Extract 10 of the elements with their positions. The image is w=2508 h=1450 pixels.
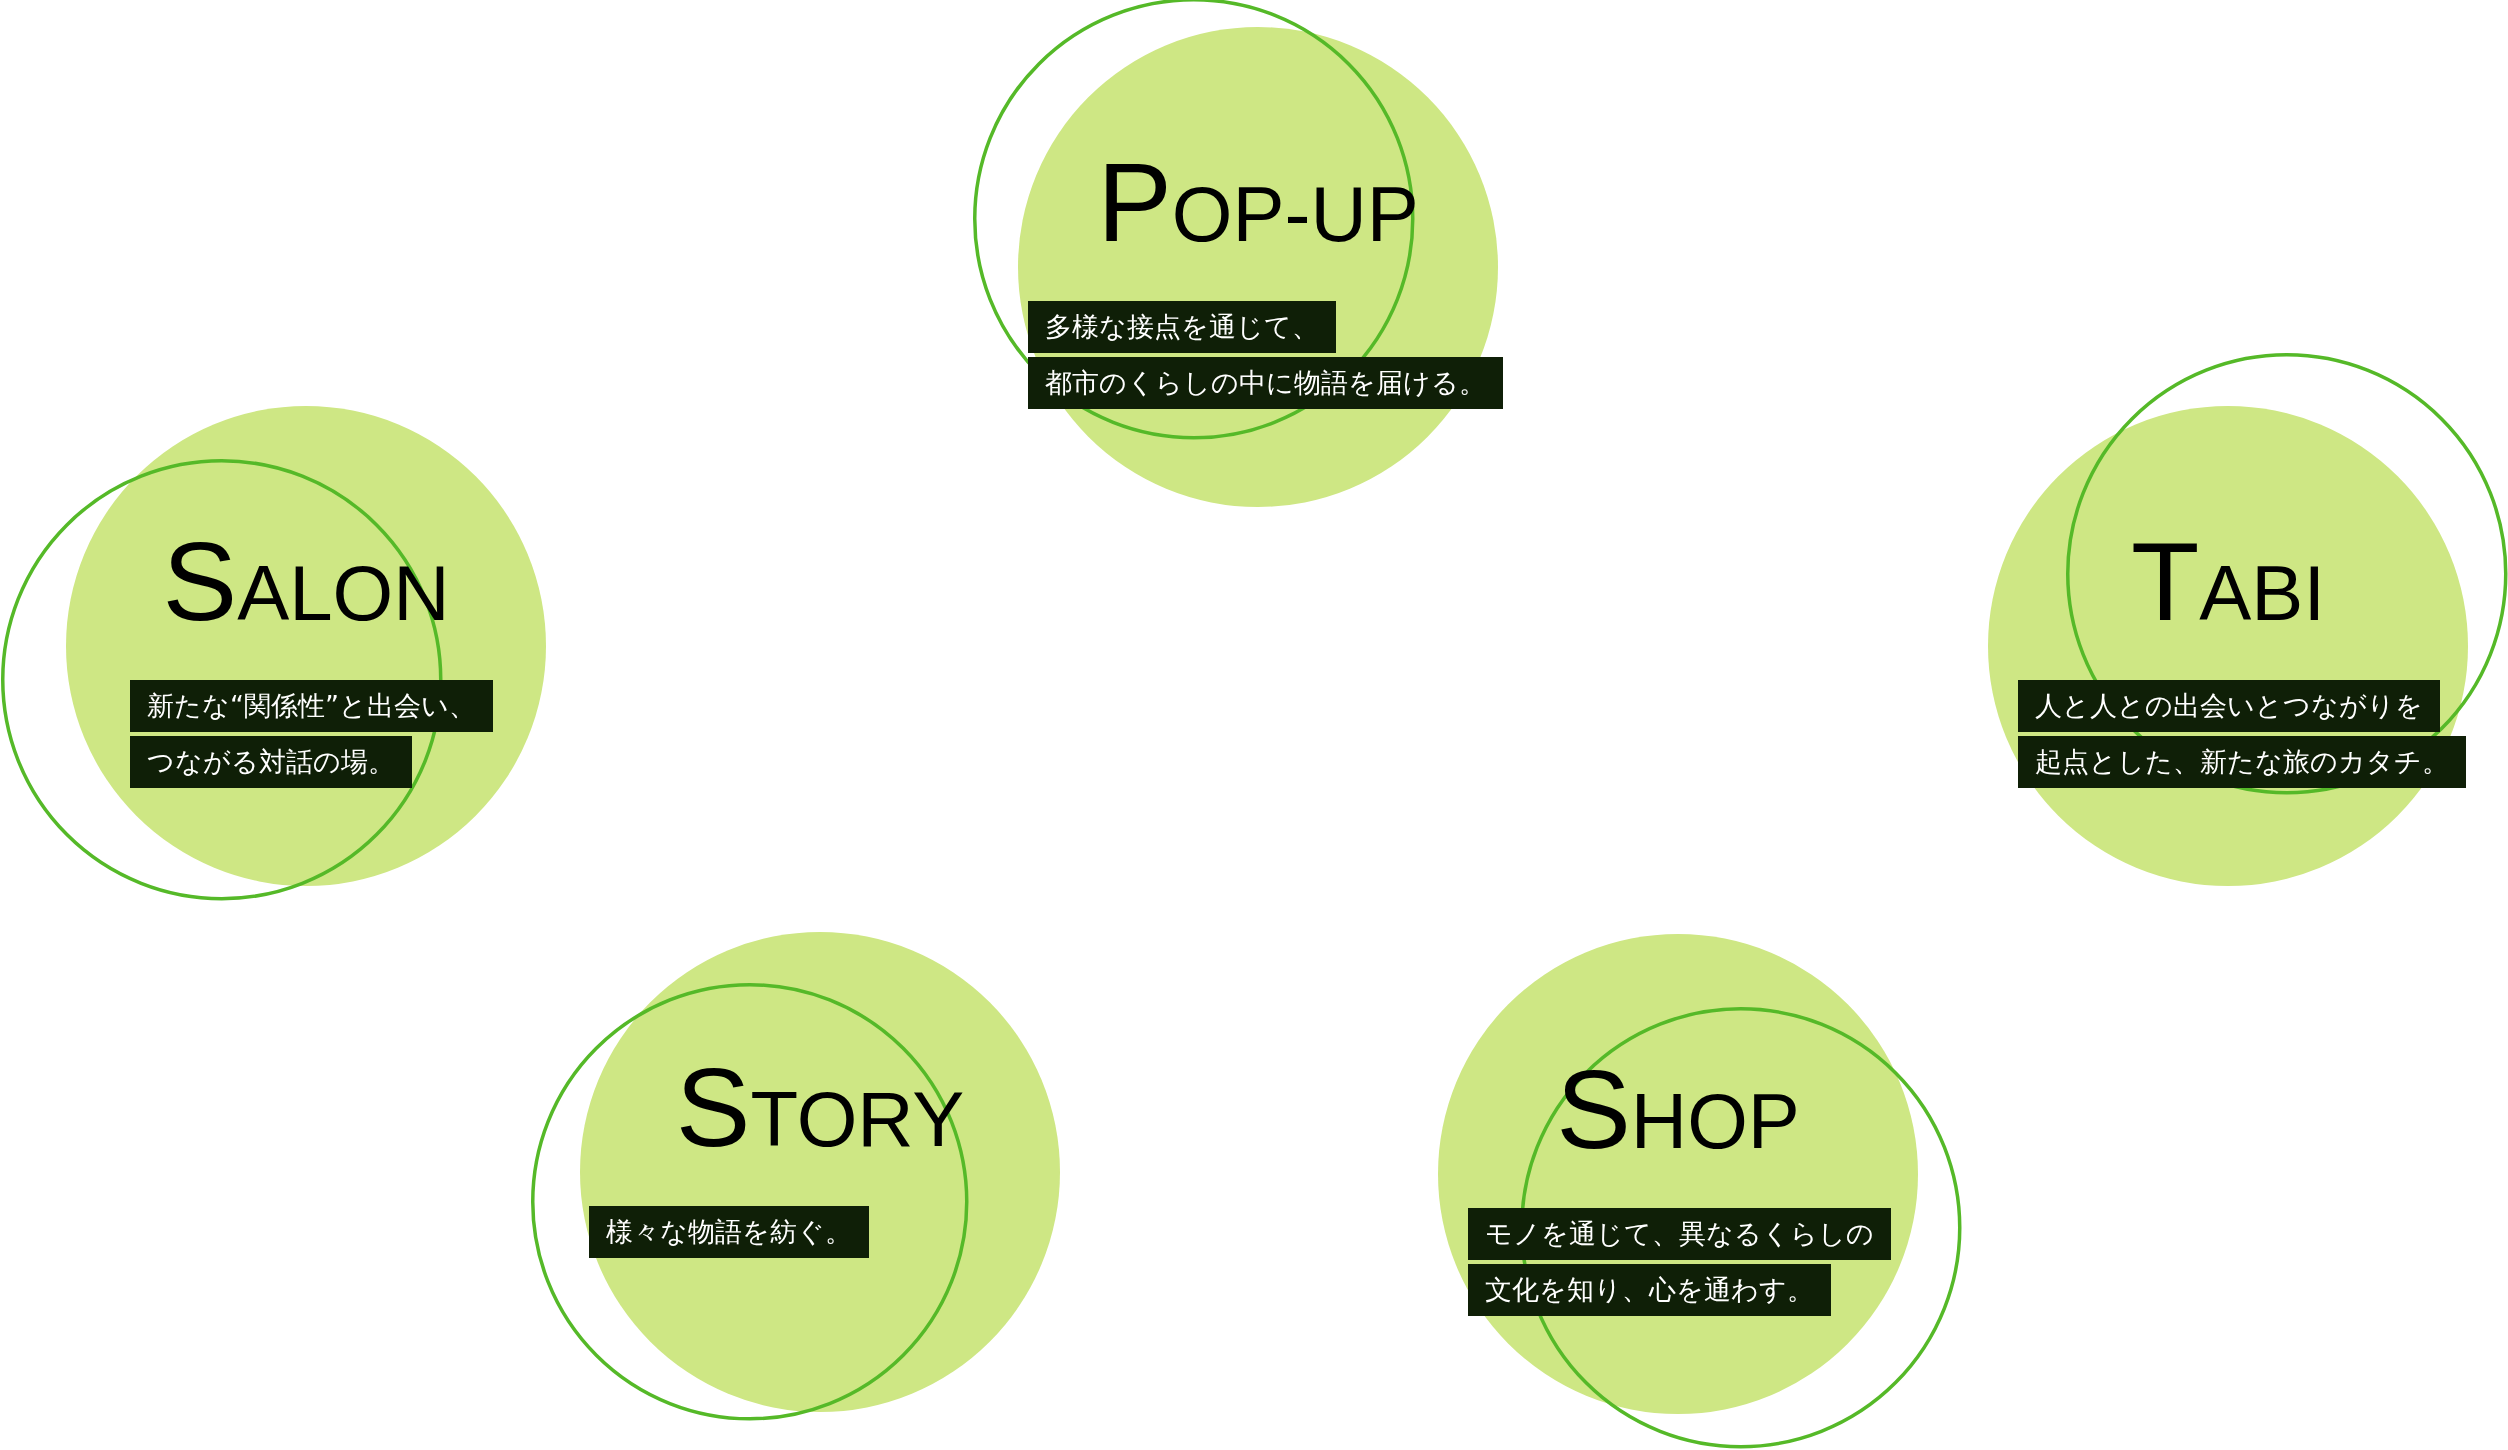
node-title: POP-UP: [1097, 147, 1419, 259]
node-description: 様々な物語を紡ぐ。: [589, 1206, 869, 1258]
node-description: 多様な接点を通じて、都市のくらしの中に物語を届ける。: [1028, 301, 1503, 409]
node-title: STORY: [675, 1052, 965, 1164]
node-description: 人と人との出会いとつながりを起点とした、新たな旅のカタチ。: [2018, 680, 2466, 788]
node-title: SALON: [162, 526, 450, 638]
node-description: モノを通じて、異なるくらしの文化を知り、心を通わす。: [1468, 1208, 1891, 1316]
node-description: 新たな“関係性”と出会い、つながる対話の場。: [130, 680, 493, 788]
node-title: TABI: [2130, 526, 2326, 638]
node-title: SHOP: [1556, 1054, 1800, 1166]
